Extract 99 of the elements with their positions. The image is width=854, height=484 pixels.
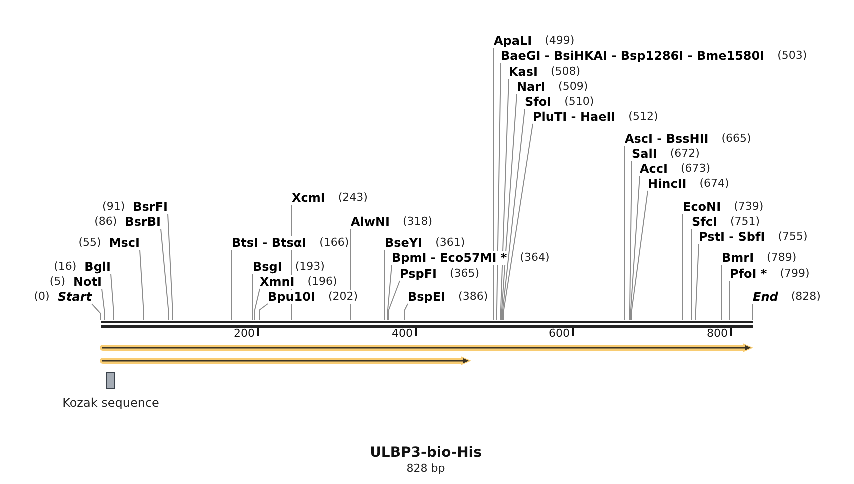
site-position: (755) (778, 230, 808, 244)
site-position: (365) (450, 267, 480, 281)
enzyme-name: KasI (509, 65, 538, 79)
scale-label: 200 (234, 327, 255, 340)
leader-line (160, 228, 170, 321)
enzyme-name: SfcI (692, 215, 718, 229)
enzyme-name: BsrBI (125, 215, 161, 229)
enzyme-name: HincII (648, 177, 687, 191)
leader-line (502, 94, 518, 321)
sequence-end-label: Start (58, 290, 92, 304)
enzyme-name: PluTI - HaeII (533, 110, 616, 124)
enzyme-name: PfoI * (730, 267, 768, 281)
enzyme-name: MscI (109, 236, 140, 250)
site-position: (510) (564, 95, 594, 109)
map-title: ULBP3-bio-His (370, 445, 482, 461)
enzyme-name: ApaLI (494, 34, 532, 48)
leader-line (384, 250, 386, 321)
site-position: (0) (34, 290, 50, 304)
scale-label: 600 (549, 327, 570, 340)
site-position: (318) (403, 215, 433, 229)
leader-line (502, 108, 526, 321)
enzyme-name: BglI (84, 260, 111, 274)
enzyme-name: AscI - BssHII (625, 132, 709, 146)
leader-line (504, 124, 534, 321)
enzyme-name: BsrFI (133, 200, 168, 214)
leader-line (632, 190, 648, 321)
feature-label: Kozak sequence (62, 396, 160, 410)
leader-line (682, 214, 684, 321)
site-position: (673) (680, 162, 711, 176)
enzyme-name: AlwNI (351, 215, 390, 229)
site-position: (503) (778, 49, 808, 63)
enzyme-name: Bpu10I (268, 290, 316, 304)
enzyme-name: BseYI (385, 236, 423, 250)
enzyme-name: BpmI - Eco57MI * (392, 251, 508, 265)
site-position: (193) (295, 260, 325, 274)
site-position: (91) (102, 200, 126, 214)
orf-feature (100, 343, 754, 353)
enzyme-name: BtsI - BtsαI (232, 236, 307, 250)
leader-line (696, 244, 700, 321)
leader-line (110, 274, 114, 321)
leader-line (630, 160, 632, 321)
leader-line (388, 264, 392, 321)
site-position: (386) (458, 290, 488, 304)
leader-line (252, 274, 254, 321)
enzyme-name: EcoNI (683, 200, 722, 214)
leader-line (404, 304, 408, 321)
enzyme-name: SalI (632, 147, 658, 161)
enzyme-name: XmnI (260, 275, 295, 289)
site-position: (243) (338, 191, 368, 205)
enzyme-name: XcmI (292, 191, 326, 205)
leader-line (140, 250, 144, 321)
site-position: (672) (670, 147, 700, 161)
leader-line (624, 146, 626, 321)
site-position: (674) (700, 177, 730, 191)
site-position: (665) (722, 132, 752, 146)
leader-line (254, 288, 260, 321)
site-position: (499) (545, 34, 575, 48)
enzyme-name: BmrI (722, 251, 754, 265)
leader-line (168, 214, 174, 321)
site-position: (202) (328, 290, 358, 304)
site-position: (789) (767, 251, 797, 265)
leader-line (496, 62, 502, 321)
leader-line (752, 304, 754, 321)
enzyme-name: NotI (74, 275, 102, 289)
site-position: (196) (308, 275, 338, 289)
site-position: (828) (791, 290, 821, 304)
enzyme-name: PstI - SbfI (699, 230, 766, 244)
site-position: (364) (520, 251, 550, 265)
site-position: (16) (54, 260, 77, 274)
enzyme-name: PspFI (400, 267, 437, 281)
enzyme-name: AccI (640, 162, 668, 176)
site-position: (86) (94, 215, 118, 229)
sequence-length: 828 bp (406, 462, 446, 475)
site-position: (55) (78, 236, 102, 250)
site-position: (361) (436, 236, 466, 250)
site-position: (512) (628, 110, 658, 124)
site-position: (508) (551, 65, 581, 79)
enzyme-name: NarI (517, 80, 546, 94)
site-position: (739) (734, 200, 764, 214)
leader-line (630, 176, 640, 321)
site-position: (751) (730, 215, 760, 229)
leader-line (260, 304, 268, 321)
scale-label: 800 (707, 327, 728, 340)
leader-line (500, 78, 510, 321)
leader-line (102, 288, 106, 321)
site-position: (166) (320, 236, 350, 250)
dna-backbone (101, 320, 753, 328)
scale-label: 400 (392, 327, 413, 340)
leader-line (388, 280, 400, 321)
sequence-end-label: End (753, 290, 778, 304)
site-position: (799) (780, 267, 810, 281)
orf-feature (100, 356, 472, 366)
site-position: (5) (50, 275, 66, 289)
site-position: (509) (558, 80, 588, 94)
enzyme-name: BsgI (253, 260, 282, 274)
enzyme-name: BspEI (408, 290, 446, 304)
enzyme-name: SfoI (525, 95, 552, 109)
leader-line (92, 304, 102, 321)
enzyme-name: BaeGI - BsiHKAI - Bsp1286I - Bme1580I (501, 49, 765, 63)
